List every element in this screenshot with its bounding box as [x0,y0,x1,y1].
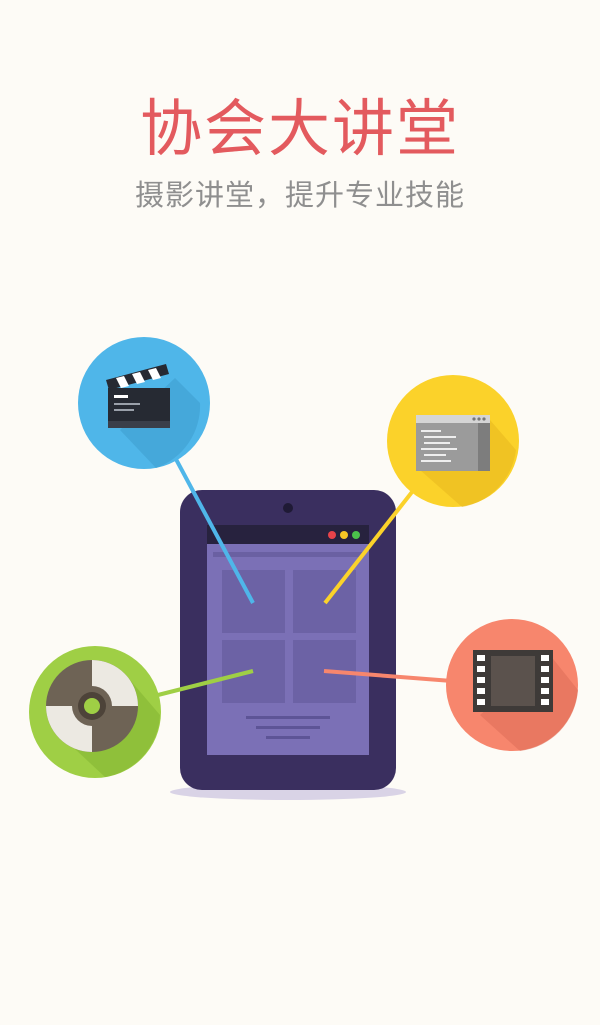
tablet [180,490,396,790]
screen-topbar [207,525,369,544]
connector-line [323,490,414,605]
red-dot [328,531,336,539]
clapperboard-badge [78,337,210,469]
disc-icon [46,660,138,752]
screen-tile [222,640,285,703]
page-subtitle: 摄影讲堂，提升专业技能 [134,178,465,212]
browser-code-icon [416,415,490,471]
connector-line [323,669,453,683]
connector-line [149,669,254,699]
disc-badge [29,646,161,778]
green-dot [352,531,360,539]
connector-line [168,447,255,604]
camera-dot [283,503,293,513]
clapperboard-icon [106,364,170,428]
browser-badge [387,375,519,507]
film-strip-icon [473,650,553,712]
page-title: 协会大讲堂 [139,92,460,165]
film-badge [446,619,578,751]
yellow-dot [340,531,348,539]
